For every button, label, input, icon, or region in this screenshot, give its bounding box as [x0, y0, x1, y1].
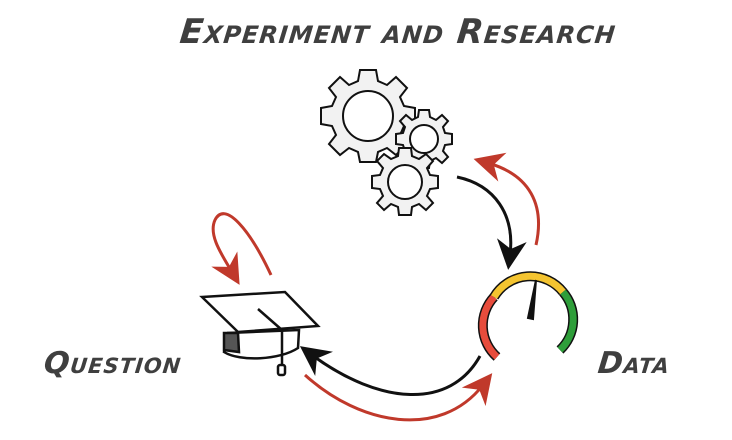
arrow-question-to-data	[303, 373, 493, 422]
arrow-data-to-experiment	[473, 152, 541, 246]
gears-icon	[320, 69, 453, 216]
arrow-data-to-question	[299, 346, 482, 396]
arrow-experiment-to-data	[456, 175, 527, 270]
gauge-icon	[477, 271, 579, 361]
arrow-question-self-loop	[211, 212, 273, 285]
graduation-cap-icon	[199, 290, 321, 377]
